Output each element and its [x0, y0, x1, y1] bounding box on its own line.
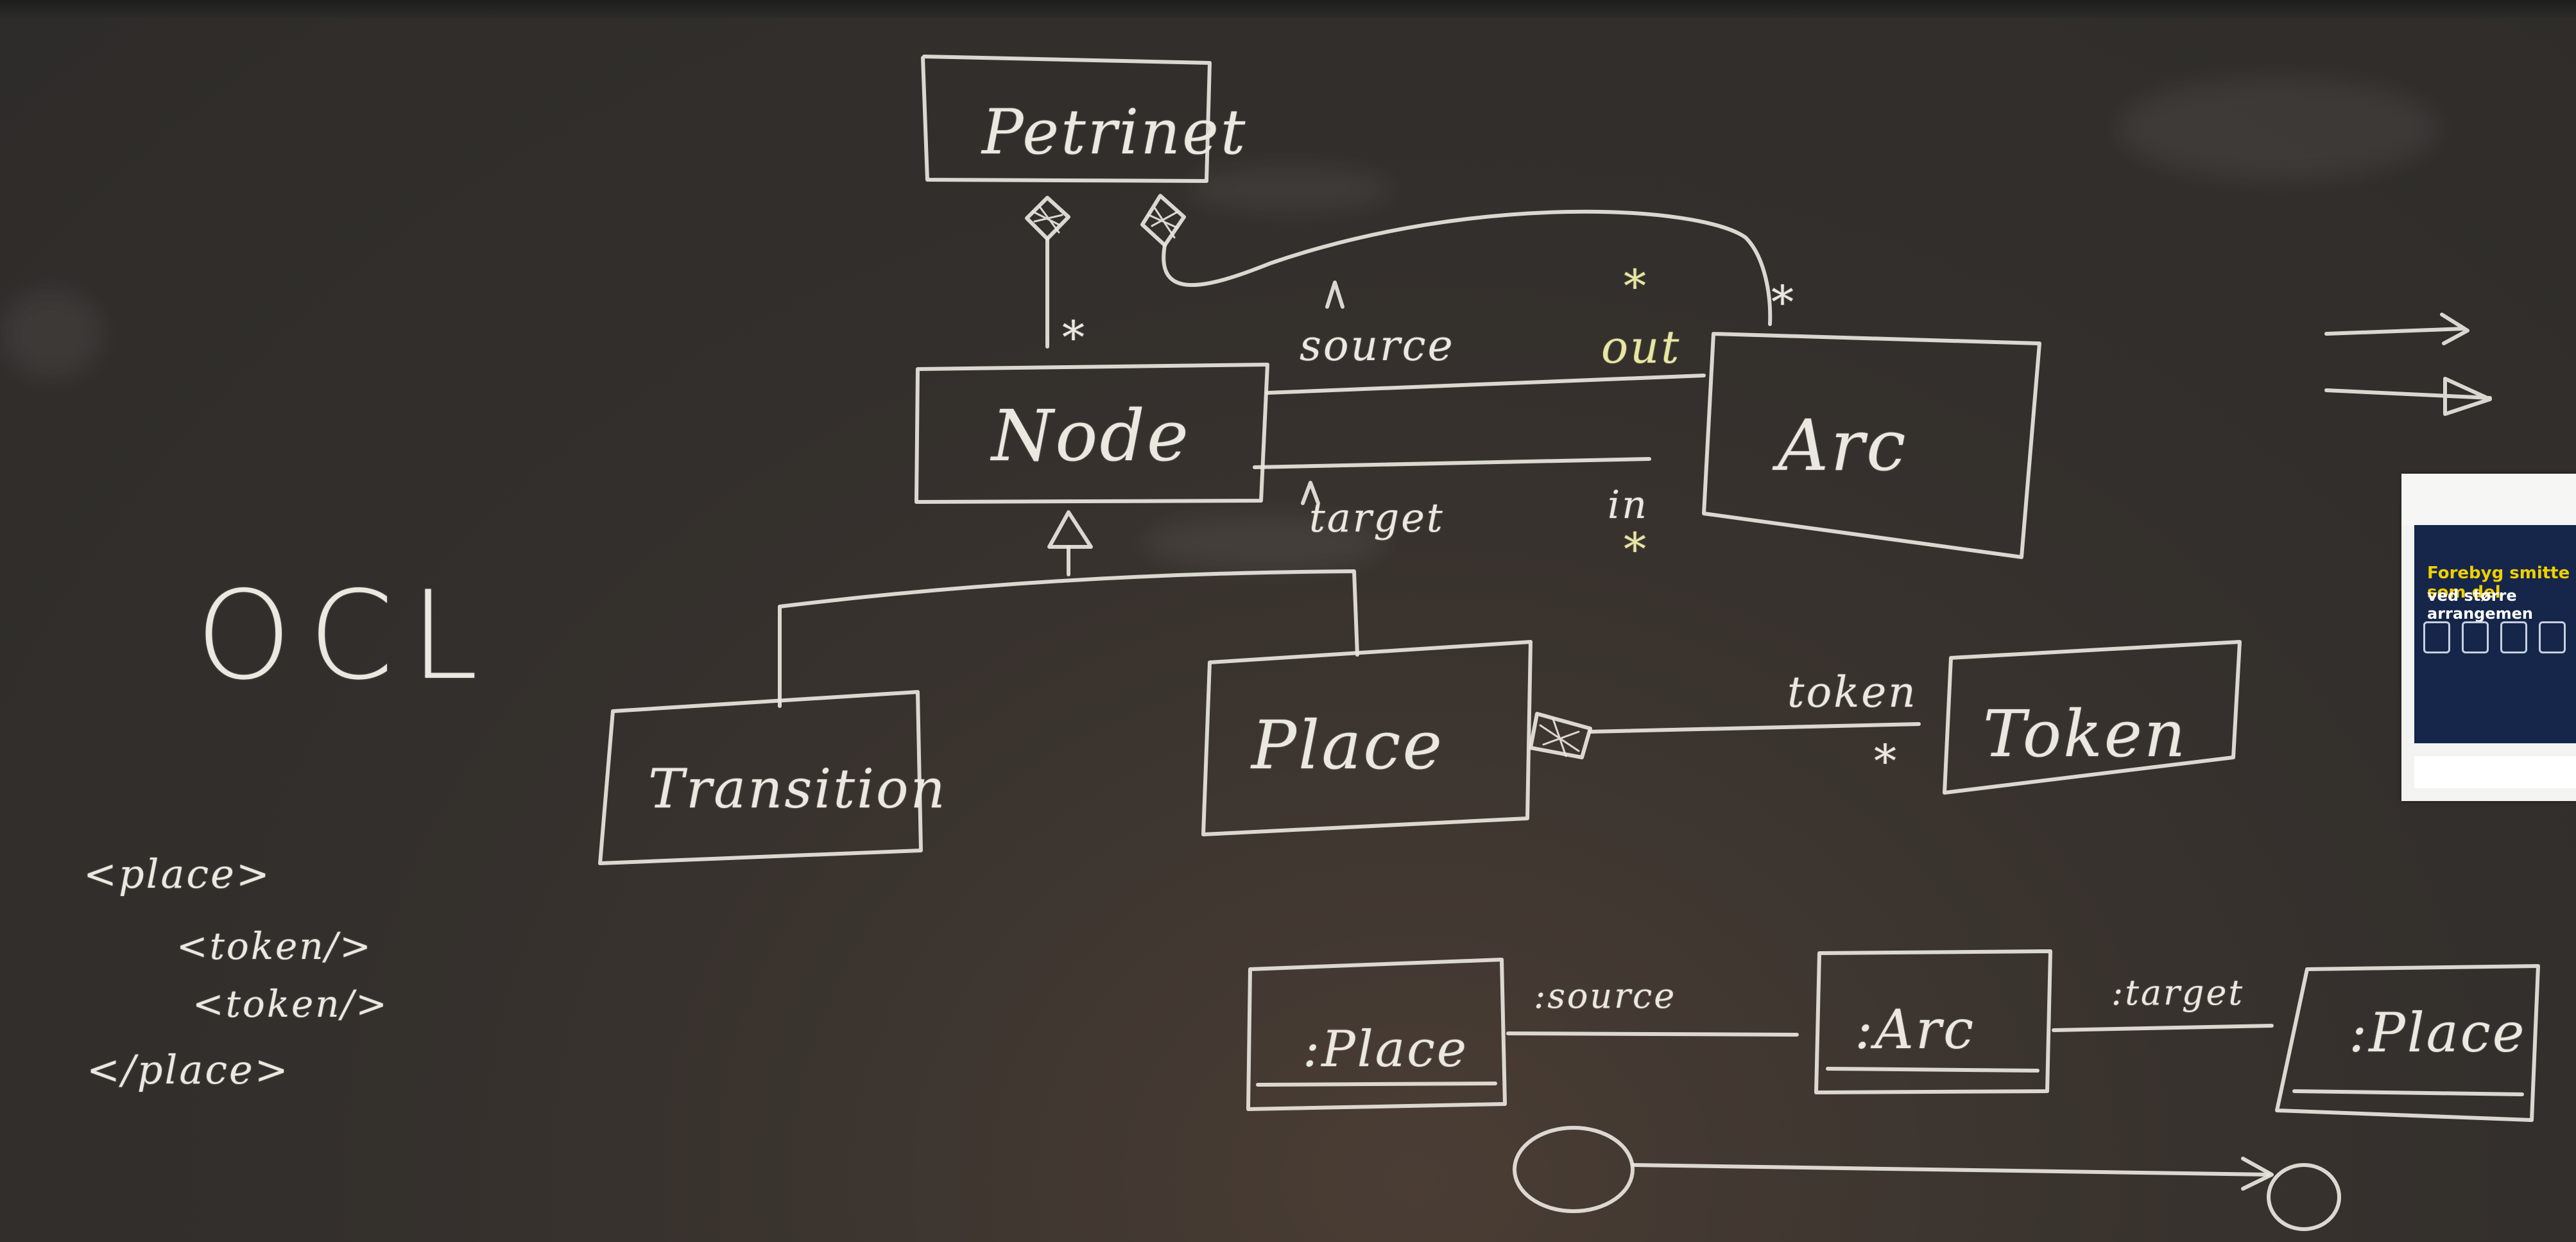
place-label: Place [1251, 706, 1445, 784]
instance-link-source [1506, 1031, 1799, 1037]
poster-icon-row [2423, 621, 2566, 653]
line-source-out [1266, 374, 1706, 395]
hands-icon [2462, 621, 2489, 653]
generalization-triangle [1047, 510, 1093, 549]
token-flow-arrowhead [2241, 1157, 2274, 1191]
role-target: target [1309, 494, 1445, 541]
instance-place2-box [2275, 964, 2540, 1122]
line-petrinet-arc [1162, 209, 1773, 326]
multiplicity-nodes: * [1062, 311, 1086, 364]
line-target-in [1253, 457, 1651, 469]
info-poster: Forebyg smitte som del ved større arrang… [2401, 474, 2576, 801]
transition-box [598, 690, 923, 865]
xml-line-4: </place> [87, 1046, 290, 1093]
poster-footer [2414, 756, 2576, 788]
chalk-smudge [0, 289, 103, 379]
arc-box [1702, 332, 2041, 559]
node-box [914, 363, 1269, 504]
instance-place1-box [1246, 958, 1507, 1111]
token-box [1943, 640, 2242, 795]
role-out: out [1601, 321, 1681, 374]
chalk-smudge [1142, 513, 1386, 571]
role-in: in [1608, 483, 1649, 528]
token-label: Token [1983, 696, 2188, 772]
token-circle-2 [2267, 1163, 2341, 1231]
home-icon [2539, 621, 2566, 653]
instance-link-source-label: :source [1534, 976, 1677, 1016]
board-frame [0, 0, 2576, 18]
poster-blue-panel [2414, 525, 2576, 743]
node-label: Node [992, 395, 1190, 477]
xml-line-3: <token/> [193, 982, 389, 1026]
poster-headline: Forebyg smitte som del [2427, 564, 2570, 602]
people-icon [2500, 621, 2527, 653]
caret-source [1325, 280, 1344, 309]
chalk-smudge [2118, 77, 2439, 180]
role-token: token [1787, 668, 1918, 717]
arc-label: Arc [1778, 404, 1908, 487]
poster-subline: ved større arrangemen [2427, 587, 2533, 623]
instance-arc-box [1814, 949, 2052, 1094]
generalization-tree [778, 569, 1359, 708]
xml-line-2: <token/> [176, 924, 373, 968]
ocl-label: OCL [196, 565, 495, 707]
instance-place2-label: :Place [2349, 1001, 2527, 1064]
instance-place1-label: :Place [1303, 1021, 1469, 1078]
line-place-token [1588, 722, 1921, 734]
token-flow-line [1631, 1163, 2271, 1177]
instance-arc-label: :Arc [1855, 998, 1976, 1061]
caret-target [1301, 481, 1320, 505]
transition-label: Transition [648, 757, 947, 820]
arrow-open [2324, 313, 2469, 345]
instance-link-target [2052, 1024, 2274, 1032]
petrinet-label: Petrinet [982, 96, 1248, 168]
token-circle-1 [1513, 1126, 1635, 1213]
xml-line-1: <place> [83, 850, 271, 897]
multiplicity-in: * [1624, 523, 1648, 576]
multiplicity-token: * [1874, 735, 1898, 788]
role-source: source [1300, 321, 1455, 370]
multiplicity-arcs: * [1771, 276, 1796, 329]
place-box [1201, 640, 1533, 836]
chalk-smudge [1187, 167, 1393, 212]
arrow-filled [2324, 377, 2492, 416]
composition-diamond-token [1529, 712, 1592, 759]
instance-link-target-label: :target [2111, 972, 2245, 1013]
multiplicity-out: * [1624, 260, 1648, 313]
petrinet-box [921, 55, 1212, 183]
phone-icon [2423, 621, 2450, 653]
